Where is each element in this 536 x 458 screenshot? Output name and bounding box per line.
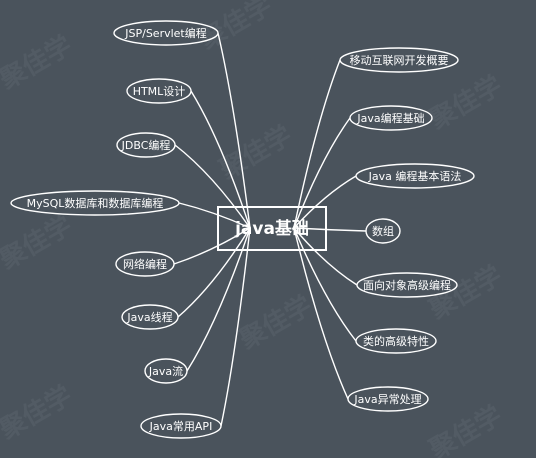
left-topic-node-5[interactable]: 网络编程 xyxy=(115,251,175,277)
watermark-text-8: 聚佳学 xyxy=(233,290,317,356)
center-label: java基础 xyxy=(234,218,309,239)
topic-oval xyxy=(10,190,180,216)
topic-label: MySQL数据库和数据库编程 xyxy=(27,196,164,210)
topic-label: Java异常处理 xyxy=(353,393,421,406)
topic-label: HTML设计 xyxy=(133,85,186,98)
left-connector-4 xyxy=(178,202,251,229)
left-connector-8 xyxy=(220,227,251,427)
right-topic-node-3[interactable]: Java 编程基本语法 xyxy=(355,163,475,189)
topic-oval xyxy=(113,20,219,46)
left-connector-5 xyxy=(173,227,251,265)
right-connector-4 xyxy=(293,227,367,232)
topic-label: Java编程基础 xyxy=(356,111,424,125)
topic-oval xyxy=(355,328,437,354)
topic-oval xyxy=(116,132,176,158)
left-topic-node-7[interactable]: Java流 xyxy=(144,358,188,384)
topic-label: JSP/Servlet编程 xyxy=(124,26,207,40)
right-topic-node-2[interactable]: Java编程基础 xyxy=(349,105,433,131)
topic-oval xyxy=(121,304,179,330)
topic-oval xyxy=(365,218,401,244)
left-topic-node-2[interactable]: HTML设计 xyxy=(126,78,192,104)
left-connector-3 xyxy=(174,144,251,229)
left-topic-node-4[interactable]: MySQL数据库和数据库编程 xyxy=(10,190,180,216)
topic-oval xyxy=(126,78,192,104)
topic-oval xyxy=(347,386,429,412)
left-connector-6 xyxy=(177,227,251,318)
right-connector-3 xyxy=(293,175,357,229)
watermark-text-4: 聚佳学 xyxy=(0,210,77,276)
watermark-text-3: 聚佳学 xyxy=(423,70,507,136)
topic-label: Java流 xyxy=(148,364,183,378)
right-topic-node-4[interactable]: 数组 xyxy=(365,218,401,244)
left-topic-node-8[interactable]: Java常用API xyxy=(140,413,222,439)
topic-label: Java线程 xyxy=(126,310,172,324)
watermark-text-5: 聚佳学 xyxy=(213,120,297,186)
right-topic-node-7[interactable]: Java异常处理 xyxy=(347,386,429,412)
topic-oval xyxy=(339,47,459,73)
left-connector-1 xyxy=(217,32,251,229)
watermark-text-1: 聚佳学 xyxy=(0,30,77,96)
left-connector-7 xyxy=(186,227,251,372)
right-connector-1 xyxy=(293,59,341,229)
watermark-text-9: 聚佳学 xyxy=(423,400,507,458)
topic-label: 移动互联网开发概要 xyxy=(350,53,449,67)
topic-label: 数组 xyxy=(372,224,394,238)
left-topic-node-1[interactable]: JSP/Servlet编程 xyxy=(113,20,219,46)
topic-oval xyxy=(144,358,188,384)
topic-oval xyxy=(355,163,475,189)
topic-label: JDBC编程 xyxy=(121,138,171,152)
topic-nodes: JSP/Servlet编程 HTML设计 JDBC编程 MySQL数据库和数据库编程网… xyxy=(10,20,475,439)
right-connector-5 xyxy=(293,227,358,286)
topic-label: 类的高级特性 xyxy=(363,334,429,348)
connector-lines xyxy=(173,32,367,427)
topic-label: 面向对象高级编程 xyxy=(363,278,451,292)
right-connector-6 xyxy=(293,227,357,342)
watermark-text-7: 聚佳学 xyxy=(0,380,77,446)
right-connector-7 xyxy=(293,227,349,400)
right-connector-2 xyxy=(293,117,351,229)
center-node[interactable]: java基础 xyxy=(217,206,327,251)
right-topic-node-5[interactable]: 面向对象高级编程 xyxy=(356,272,458,298)
topic-oval xyxy=(356,272,458,298)
right-topic-node-6[interactable]: 类的高级特性 xyxy=(355,328,437,354)
topic-oval xyxy=(115,251,175,277)
topic-label: Java 编程基本语法 xyxy=(368,169,462,183)
left-topic-node-6[interactable]: Java线程 xyxy=(121,304,179,330)
left-connector-2 xyxy=(190,90,251,229)
topic-oval xyxy=(140,413,222,439)
left-topic-node-3[interactable]: JDBC编程 xyxy=(116,132,176,158)
topic-label: 网络编程 xyxy=(123,257,167,271)
topic-label: Java常用API xyxy=(149,420,213,433)
topic-oval xyxy=(349,105,433,131)
watermark-text-6: 聚佳学 xyxy=(423,260,507,326)
right-topic-node-1[interactable]: 移动互联网开发概要 xyxy=(339,47,459,73)
